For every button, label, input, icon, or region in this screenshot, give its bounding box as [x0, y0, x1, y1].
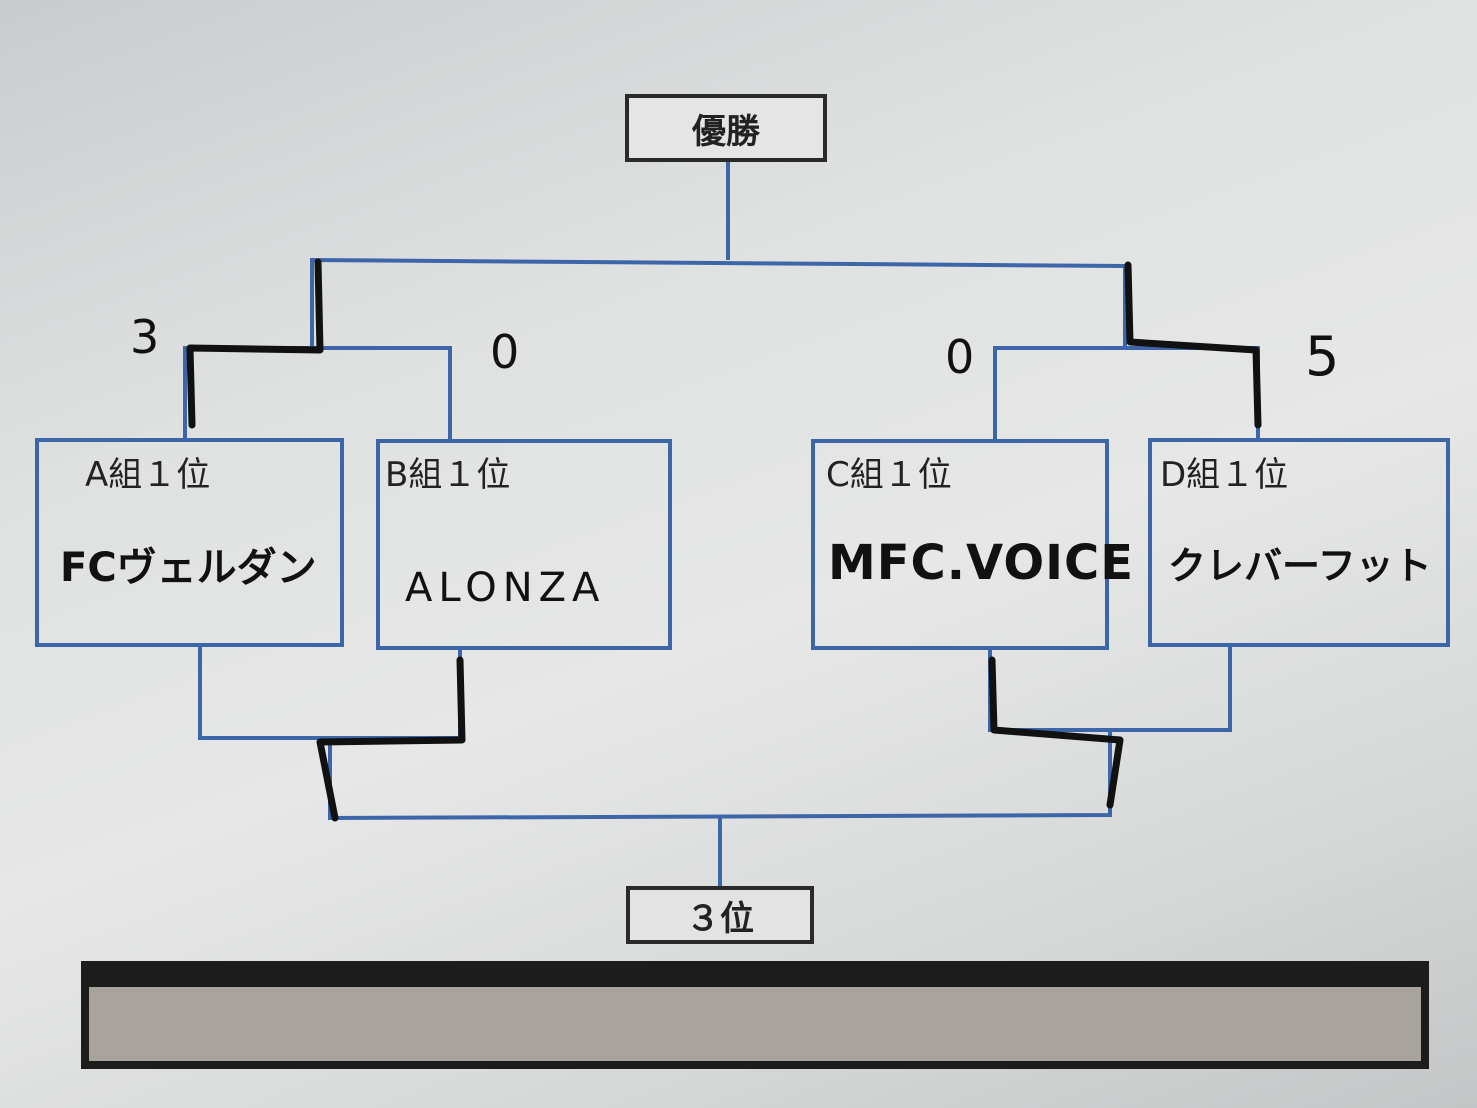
- group-label-c: C組１位: [826, 455, 952, 495]
- final-box: [625, 94, 827, 162]
- team-box-c: [811, 439, 1109, 650]
- third-place-label: ３位: [686, 898, 754, 939]
- score-b: 0: [490, 325, 520, 379]
- third-place-box: [626, 886, 814, 944]
- team-box-d: [1148, 438, 1450, 647]
- winner-marker-lines: [186, 258, 1262, 822]
- group-label-a: A組１位: [85, 455, 211, 495]
- semi-left-line: [183, 346, 452, 440]
- loser-right-line: [988, 645, 1232, 732]
- score-c: 0: [945, 330, 975, 384]
- final-label: 優勝: [692, 111, 760, 152]
- semi-right-line: [993, 346, 1260, 440]
- team-name-b: ALONZA: [405, 565, 606, 611]
- group-label-d: D組１位: [1160, 455, 1289, 495]
- team-box-a: [35, 438, 344, 647]
- score-a: 3: [130, 310, 160, 364]
- loser-left-line: [198, 645, 462, 740]
- team-name-c: MFC.VOICE: [828, 535, 1134, 591]
- group-label-b: B組１位: [385, 455, 511, 495]
- team-name-d: クレバーフット: [1168, 544, 1432, 588]
- score-d: 5: [1305, 325, 1340, 388]
- team-box-b: [376, 439, 672, 650]
- team-name-a: FCヴェルダン: [60, 545, 317, 591]
- final-line: [310, 257, 1127, 348]
